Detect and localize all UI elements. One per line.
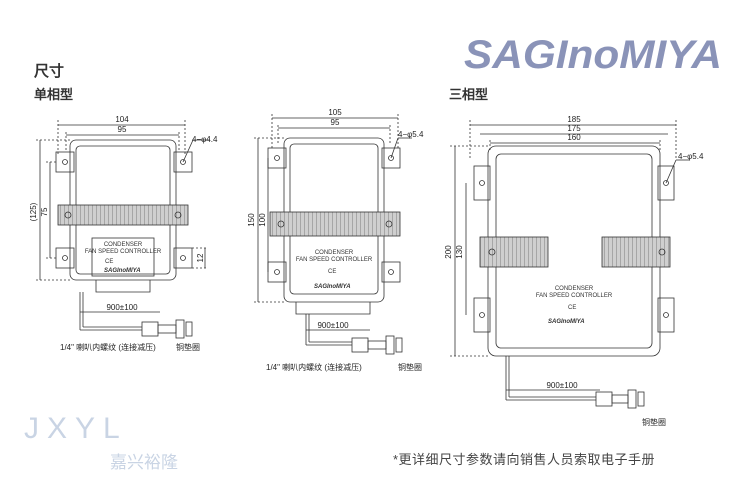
- svg-text:FAN SPEED CONTROLLER: FAN SPEED CONTROLLER: [536, 293, 613, 299]
- svg-text:175: 175: [567, 124, 581, 133]
- svg-text:(125): (125): [29, 202, 38, 221]
- svg-text:CONDENSER: CONDENSER: [104, 242, 143, 248]
- svg-text:130: 130: [455, 245, 464, 259]
- svg-text:CE: CE: [105, 259, 113, 265]
- page-title: 尺寸: [34, 63, 65, 80]
- svg-text:100: 100: [258, 213, 267, 227]
- svg-text:4−φ5.4: 4−φ5.4: [398, 130, 424, 139]
- svg-text:FAN SPEED CONTROLLER: FAN SPEED CONTROLLER: [85, 249, 162, 255]
- svg-text:150: 150: [247, 213, 256, 227]
- svg-text:JXYL: JXYL: [24, 412, 128, 445]
- svg-text:铜垫圈: 铜垫圈: [398, 362, 422, 372]
- svg-text:FAN SPEED CONTROLLER: FAN SPEED CONTROLLER: [296, 257, 373, 263]
- svg-text:12: 12: [196, 253, 205, 262]
- svg-text:1/4" 喇叭内螺纹 (连接减压): 1/4" 喇叭内螺纹 (连接减压): [60, 342, 156, 352]
- svg-text:95: 95: [118, 125, 127, 134]
- svg-text:铜垫圈: 铜垫圈: [642, 417, 666, 427]
- svg-text:SAGInoMIYA: SAGInoMIYA: [548, 319, 585, 325]
- svg-text:铜垫圈: 铜垫圈: [176, 342, 200, 352]
- svg-text:160: 160: [567, 133, 581, 142]
- jxyl-watermark: JXYL 嘉兴裕隆: [24, 412, 178, 473]
- logo-text: SAGInoMIYA: [464, 33, 722, 76]
- svg-text:900±100: 900±100: [106, 303, 138, 312]
- svg-text:CE: CE: [328, 269, 336, 275]
- svg-text:104: 104: [115, 115, 129, 124]
- svg-text:900±100: 900±100: [317, 321, 349, 330]
- svg-text:SAGInoMIYA: SAGInoMIYA: [314, 284, 351, 290]
- saginomiya-logo: SAGInoMIYA: [464, 33, 722, 76]
- svg-text:105: 105: [328, 108, 342, 117]
- svg-text:1/4" 喇叭内螺纹 (连接减压): 1/4" 喇叭内螺纹 (连接减压): [266, 362, 362, 372]
- svg-text:4−φ5.4: 4−φ5.4: [678, 152, 704, 161]
- three-phase-heading: 三相型: [449, 87, 489, 102]
- svg-text:75: 75: [40, 207, 49, 216]
- svg-text:185: 185: [567, 115, 581, 124]
- svg-text:CE: CE: [568, 305, 576, 311]
- drawing-three-phase: [450, 120, 690, 409]
- drawing-single-phase-2: [254, 114, 412, 355]
- svg-text:200: 200: [444, 245, 453, 259]
- drawing-single-phase: [36, 120, 210, 339]
- single-phase-heading: 单相型: [34, 87, 74, 102]
- svg-text:900±100: 900±100: [546, 381, 578, 390]
- svg-text:SAGInoMIYA: SAGInoMIYA: [104, 268, 141, 274]
- svg-text:CONDENSER: CONDENSER: [315, 250, 354, 256]
- footer-note: *更详细尺寸参数请向销售人员索取电子手册: [393, 452, 656, 467]
- svg-text:4−φ4.4: 4−φ4.4: [192, 135, 218, 144]
- svg-text:嘉兴裕隆: 嘉兴裕隆: [110, 453, 178, 473]
- svg-text:95: 95: [331, 118, 340, 127]
- svg-text:CONDENSER: CONDENSER: [555, 286, 594, 292]
